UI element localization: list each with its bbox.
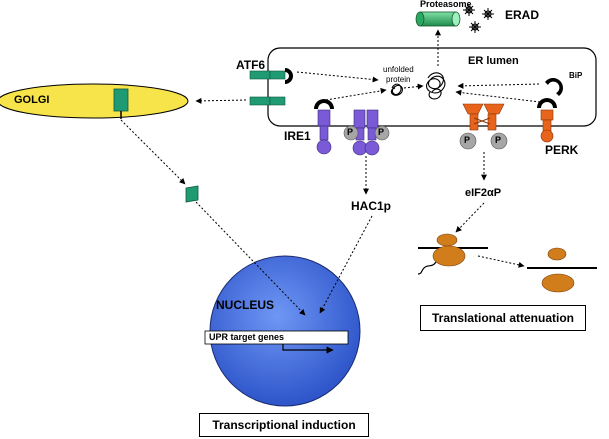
transcription-arrow	[282, 344, 334, 354]
golgi-label: GOLGI	[14, 94, 50, 106]
perk-dimer-icon	[459, 103, 508, 150]
proteasome-icon	[415, 11, 461, 27]
atf6-golgi-icon	[113, 88, 129, 112]
perk-label: PERK	[545, 143, 579, 157]
bip-label: BiP	[569, 71, 583, 80]
perk-phosphate-right	[490, 132, 508, 150]
ribosome-dissociated-icon	[527, 247, 597, 293]
arrow-bip-to-unfolded	[457, 82, 540, 89]
unfolded-protein-label-1: unfolded	[383, 65, 414, 74]
ire1-phosphate-label-left: P	[347, 127, 354, 137]
pathway-arrows	[120, 29, 541, 316]
atf6-sensor-icon	[249, 68, 293, 106]
arrow-unfolded-to-chaperone	[403, 83, 424, 90]
arrow-atf6-to-unfolded	[296, 71, 379, 83]
erad-label: ERAD	[505, 8, 540, 22]
perk-phosphate-label-left: P	[464, 135, 471, 145]
er-lumen-label: ER lumen	[468, 55, 519, 67]
translational-attenuation-box: Translational attenuation	[420, 305, 586, 331]
arrow-atf6-to-golgi	[195, 97, 247, 104]
upr-target-genes-box	[204, 330, 349, 345]
ire1-phosphate-right	[374, 125, 390, 141]
arrow-golgi-to-fragment	[120, 119, 186, 185]
hac1p-label: HAC1p	[351, 199, 392, 213]
proteasome-label: Proteasome	[420, 0, 472, 9]
eif2ap-label: eIF2αP	[465, 187, 502, 199]
golgi-compartment	[0, 83, 189, 119]
degraded-peptide-icon	[463, 4, 494, 33]
upr-target-genes-label: UPR target genes	[209, 332, 285, 342]
unfolded-protein-label-2: protein	[386, 75, 411, 84]
unfolded-protein-icon	[390, 72, 446, 100]
bip-chaperone-icon	[545, 78, 563, 96]
perk-phosphate-left	[459, 132, 477, 150]
nucleus-label: NUCLEUS	[216, 298, 275, 312]
ire1-label: IRE1	[284, 129, 311, 143]
perk-monomer-icon	[537, 98, 557, 143]
ire1-phosphate-left	[343, 125, 359, 141]
transcriptional-induction-box: Transcriptional induction	[199, 413, 369, 437]
arrow-eif2ap-to-ribosome	[455, 202, 485, 233]
ire1-phosphate-label-right: P	[378, 127, 385, 137]
ribosome-bound-icon	[417, 233, 488, 275]
atf6-fragment-icon	[185, 185, 199, 203]
ire1-monomer-icon	[314, 99, 334, 155]
er-lumen-compartment	[267, 47, 597, 127]
atf6-label: ATF6	[236, 58, 266, 72]
perk-phosphate-label-right: P	[495, 135, 502, 145]
ire1-dimer-icon	[343, 109, 390, 156]
arrow-ribosome-dissociation	[477, 255, 525, 268]
